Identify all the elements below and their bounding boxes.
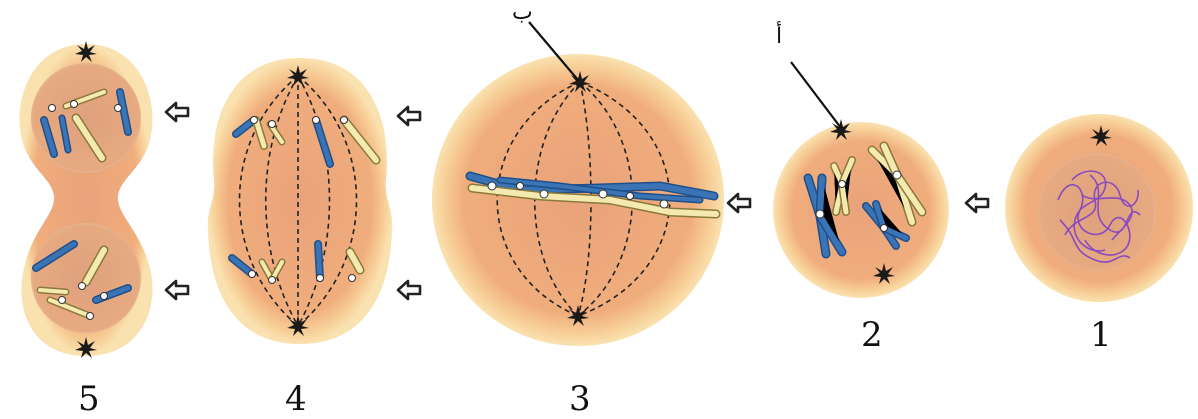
stage-number-2: 2	[861, 318, 883, 352]
arrow-left-icon	[398, 107, 420, 125]
pointer-label-a: أ	[776, 26, 782, 48]
arrow-left-icon	[966, 194, 988, 212]
arrow-left-icon	[398, 281, 420, 299]
cell-membrane	[208, 58, 393, 344]
pointer-line-a	[791, 62, 841, 128]
cell-stage-5	[20, 41, 153, 358]
stage-number-1: 1	[1090, 318, 1112, 352]
pointer-label-b: ب	[512, 2, 533, 24]
arrow-left-icon	[166, 281, 188, 299]
stage-number-3: 3	[569, 382, 591, 416]
cell-stage-4	[208, 58, 393, 344]
cell-stage-2	[773, 62, 949, 298]
arrow-left-icon	[728, 194, 750, 212]
cell-stage-3	[432, 22, 724, 346]
stage-number-5: 5	[78, 382, 100, 416]
stage-number-4: 4	[285, 382, 307, 416]
arrow-left-icon	[166, 103, 188, 121]
cell-stage-1	[1005, 114, 1193, 302]
